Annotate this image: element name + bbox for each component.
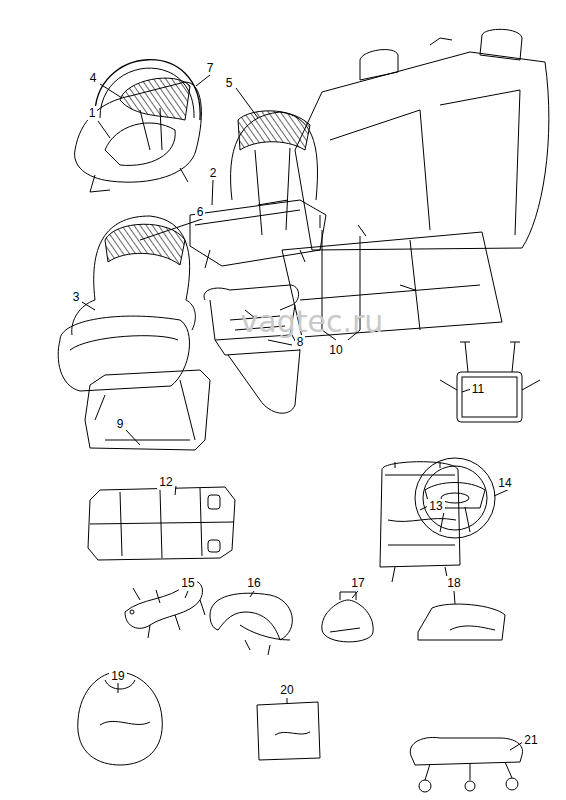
callout-number: 18 xyxy=(445,576,462,590)
callout-number: 20 xyxy=(278,683,295,697)
callout-number: 5 xyxy=(224,76,235,90)
callout-number: 8 xyxy=(295,335,306,349)
callout-number: 17 xyxy=(349,576,366,590)
callout-number: 4 xyxy=(88,71,99,85)
callout-number: 6 xyxy=(195,205,206,219)
callout-number: 2 xyxy=(208,166,219,180)
callout-number: 12 xyxy=(157,475,174,489)
watermark: vagtec.ru xyxy=(241,307,384,337)
callout-number: 11 xyxy=(470,382,486,396)
callout-number: 9 xyxy=(115,417,126,431)
callout-number: 1 xyxy=(87,106,98,120)
callout-number: 14 xyxy=(496,476,513,490)
callout-number: 3 xyxy=(71,290,82,304)
callout-number: 19 xyxy=(109,669,126,683)
callout-number: 21 xyxy=(522,733,539,747)
callout-number: 15 xyxy=(179,576,196,590)
callout-number: 7 xyxy=(205,61,216,75)
callout-number: 16 xyxy=(245,576,262,590)
callout-number: 10 xyxy=(327,343,344,357)
callout-number: 13 xyxy=(427,499,444,513)
